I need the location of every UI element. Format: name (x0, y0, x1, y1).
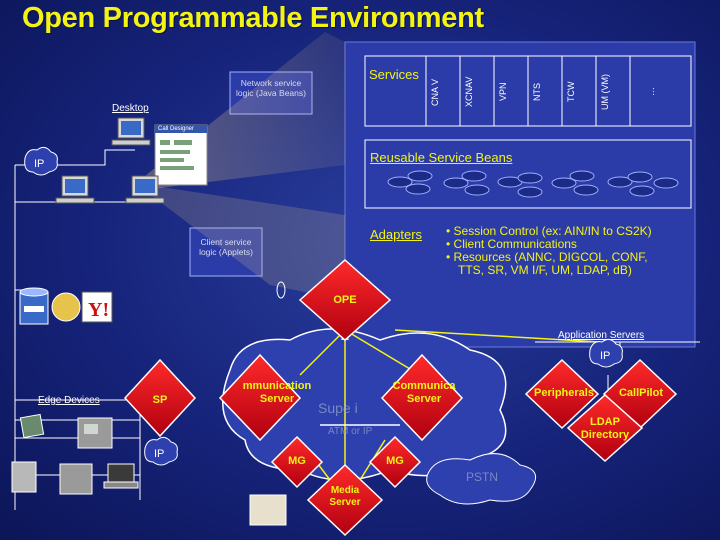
scanner-icon: Y! (81, 291, 113, 323)
ip-cloud-label: IP (154, 448, 165, 460)
supernode-ghost-text: Supe i (318, 400, 358, 416)
application-servers-label: Application Servers (558, 330, 645, 341)
ip-phone-icon (77, 417, 113, 449)
edge-devices-label: Edge Devices (38, 395, 100, 406)
comm-server-left-diamond (218, 353, 302, 442)
ldap-label: LDAP Directory (580, 416, 630, 441)
media-server-diamond (306, 463, 384, 537)
connector-icon (276, 281, 286, 299)
pstn-label: PSTN (466, 470, 499, 484)
comm-server-right-label: Communica Server (392, 380, 456, 405)
ldap-diamond (566, 393, 644, 463)
peripherals-label: Peripherals (534, 387, 594, 399)
reusable-beans-label: Reusable Service Beans (370, 150, 513, 165)
bullet-item: • Session Control (ex: AIN/IN to CS2K) (446, 224, 652, 238)
telephone-icon (11, 461, 37, 493)
bullet-item: • Resources (ANNC, DIGCOL, CONF, (446, 250, 648, 264)
service-column-nts: NTS (532, 83, 542, 101)
comm-server-right-diamond (380, 353, 464, 442)
adapters-label: Adapters (370, 227, 423, 242)
pstn-cloud (426, 453, 537, 505)
peripherals-diamond (524, 358, 600, 430)
media-server-label: Media Server (329, 485, 361, 508)
sp-label: SP (152, 394, 168, 406)
ip-cloud-icon (589, 338, 623, 368)
desktop-computer-icon (111, 117, 151, 146)
ip-cloud-label: IP (600, 350, 611, 362)
service-column-tcw: TCW (566, 81, 576, 103)
pda-icon (19, 413, 45, 439)
desktop-computer-icon (125, 175, 165, 204)
server-icon (51, 292, 81, 322)
adapter-bullet-list: • Session Control (ex: AIN/IN to CS2K) •… (446, 225, 652, 277)
telephone-icon (249, 494, 287, 526)
service-column-more: … (646, 87, 656, 97)
client-logic-box (189, 227, 263, 277)
bullet-item: TTS, SR, VM I/F, UM, LDAP, dB) (458, 263, 632, 277)
mg-left-label: MG (288, 455, 306, 467)
reusable-beans-box (364, 139, 692, 209)
ip-cloud-label: IP (34, 158, 45, 170)
callpilot-label: CallPilot (618, 387, 663, 399)
bean-cluster (387, 170, 679, 198)
bullet-item: • Client Communications (446, 237, 577, 251)
service-column-vpn: VPN (498, 82, 508, 102)
ip-cloud-icon (144, 436, 178, 466)
client-logic-label: Client service logic (Applets) (199, 237, 253, 257)
call-designer-title: Call Designer (158, 126, 195, 132)
ip-cloud-icon (24, 146, 58, 176)
network-logic-label: Network service logic (Java Beans) (236, 78, 306, 98)
desktop-computer-icon (55, 175, 95, 204)
mg-left-diamond (270, 435, 324, 489)
mg-right-label: MG (386, 455, 404, 467)
sp-diamond (123, 358, 197, 438)
ip-phone-icon (59, 463, 93, 495)
mg-right-diamond (368, 435, 422, 489)
service-column-um: UM (VM) (600, 74, 610, 110)
yahoo-logo-text: Y! (88, 299, 109, 321)
database-icon (19, 287, 49, 325)
call-designer-card (154, 124, 208, 186)
laptop-icon (103, 463, 139, 489)
ope-diamond (298, 258, 392, 342)
service-column-xcnav: XCNAV (464, 76, 474, 108)
desktop-label: Desktop (112, 103, 149, 114)
ope-label: OPE (333, 294, 357, 306)
comm-server-left-label: mmunication Server (242, 380, 312, 405)
services-label: Services (369, 67, 419, 82)
service-column-cnav: CNA V (430, 78, 440, 106)
atm-ip-ghost-text: ATM or IP (328, 426, 373, 437)
page-title: Open Programmable Environment (22, 2, 484, 34)
